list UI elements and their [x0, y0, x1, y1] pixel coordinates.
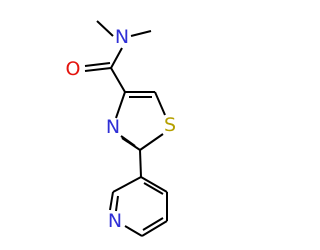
amide-nitrogen-label: N [115, 26, 129, 48]
pyridine-nitrogen-label: N [108, 210, 122, 232]
thiazole-nitrogen-label: N [106, 116, 120, 138]
pyridine-c5-c6-inner-bond [142, 217, 164, 231]
bond-layer [84, 20, 168, 237]
carbonyl-oxygen-label: O [66, 58, 81, 80]
pyridine-n-c2-inner-bond [115, 195, 119, 212]
pyridine-c5-c6-bond [141, 220, 168, 237]
carbonyl-double-bond-b [84, 62, 111, 67]
n-methyl-bond-left [96, 20, 114, 37]
atom-label-layer: N O N S N [66, 26, 177, 232]
thiazole-c5-s-bond [154, 91, 166, 116]
n-methyl-bond-right [130, 30, 152, 37]
pyridine-c3-c4-inner-bond [143, 182, 164, 195]
pyridine-n-c2-bond [109, 191, 114, 211]
thiazole-sulfur-label: S [164, 114, 176, 136]
structure-canvas: N O N S N [65, 20, 177, 237]
carbonyl-ring-bond [110, 67, 126, 93]
thiazole-pyridine-bond [139, 149, 142, 178]
thiazole-s-c2-bond [139, 133, 164, 151]
thiazole-c2-n3-inner-bond [120, 135, 136, 147]
carbonyl-double-bond-a [84, 67, 112, 72]
thiazole-n3-c4-bond [115, 91, 126, 119]
pyridine-c2-c3-bond [112, 176, 142, 193]
pyridine-c6-n-bond [124, 225, 143, 237]
pyridine-c3-c4-bond [140, 176, 168, 193]
amide-c-n-bond [110, 47, 123, 69]
molecule-structure: N O N S N [66, 20, 177, 237]
